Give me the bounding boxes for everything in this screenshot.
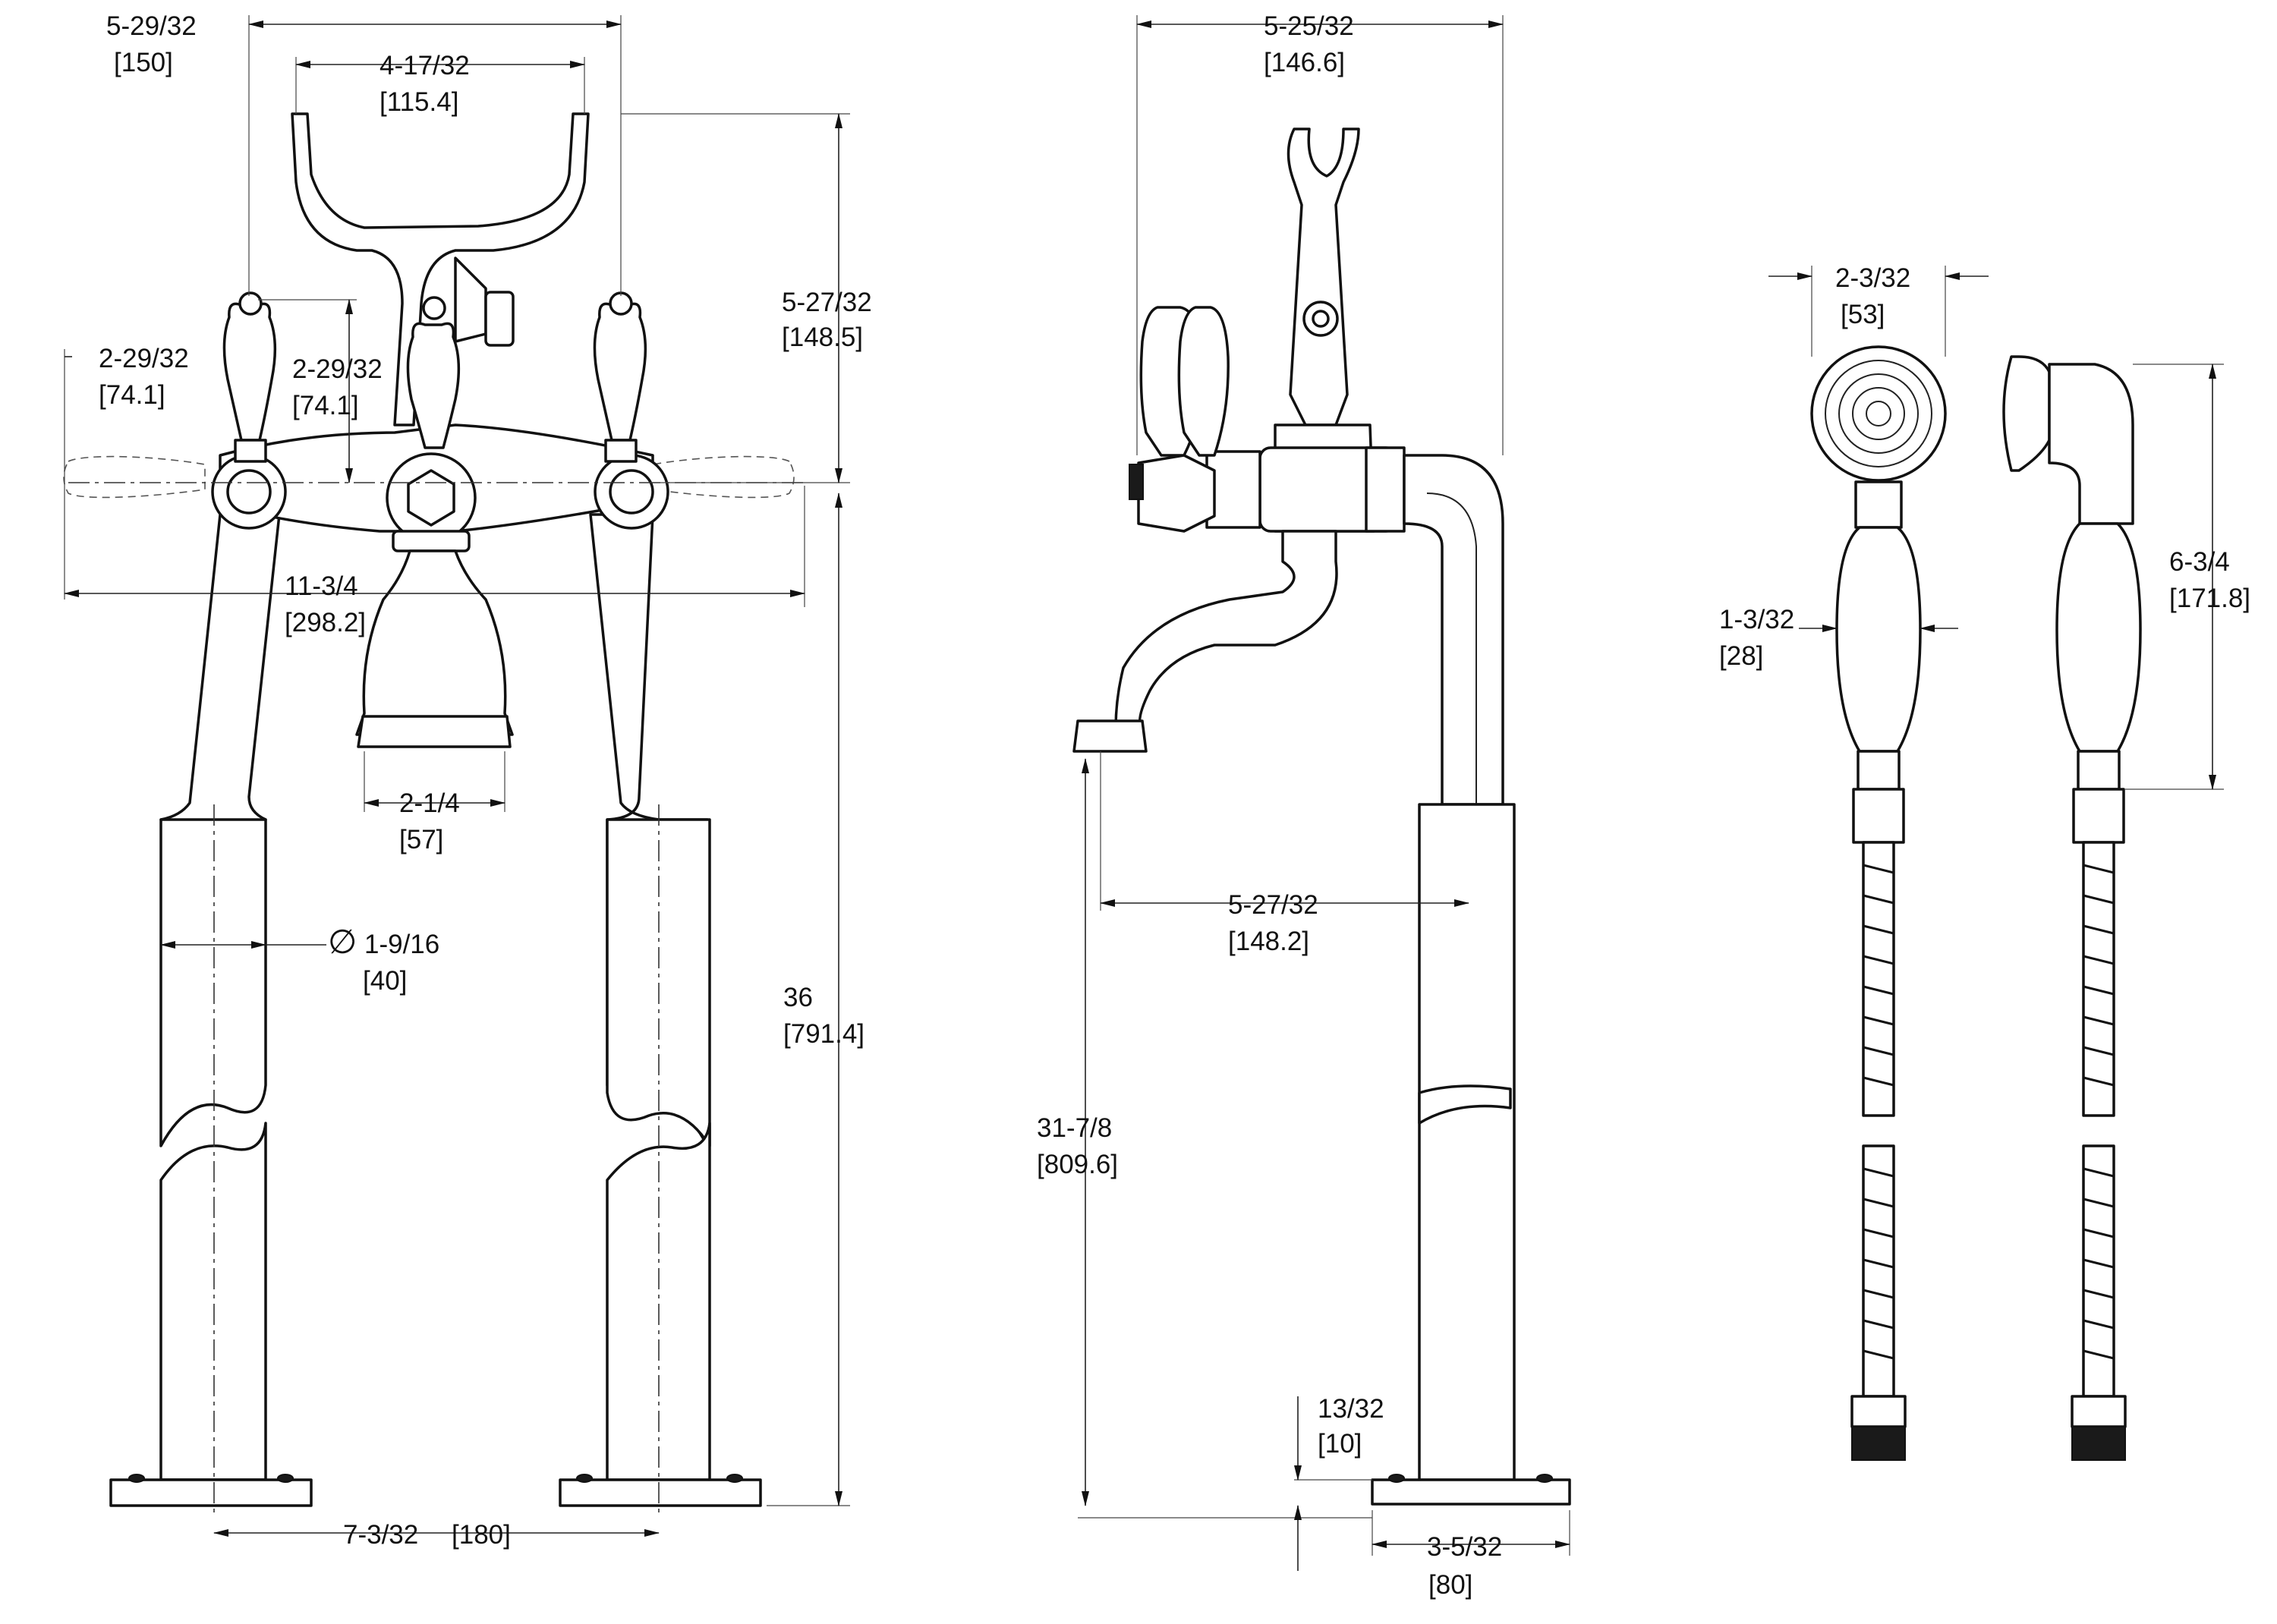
- dim-leg-centers-mm: [180]: [452, 1520, 511, 1550]
- dim-leg-centers-inch: 7-3/32: [343, 1520, 418, 1550]
- dim-base-thickness-mm: [10]: [1318, 1429, 1362, 1459]
- faucet-body: [68, 423, 805, 543]
- side-view: [1072, 127, 1571, 1506]
- dimension-labels: 5-29/32 [150] 4-17/32 [115.4] 2-29/32 [7…: [99, 11, 2250, 1600]
- hose-stripes: [1863, 864, 2115, 1360]
- dim-base-width-inch: 3-5/32: [1427, 1532, 1502, 1562]
- front-view: [63, 112, 805, 1518]
- dim-leg-diameter-symbol: ∅: [328, 924, 357, 961]
- shower-cradle: [291, 112, 590, 426]
- dim-handle-spread-mm: [150]: [114, 48, 173, 77]
- dim-spout-reach-mm: [148.2]: [1228, 927, 1309, 956]
- dim-overall-height-inch: 36: [783, 983, 813, 1012]
- dim-shower-length-mm: [171.8]: [2169, 584, 2250, 613]
- left-leg: [109, 513, 313, 1518]
- dim-side-width-inch: 5-25/32: [1264, 11, 1354, 41]
- dim-cradle-height-inch: 5-27/32: [782, 288, 872, 317]
- dim-side-width-mm: [146.6]: [1264, 48, 1345, 77]
- dim-shower-head-mm: [53]: [1841, 300, 1885, 329]
- dim-cradle-width-inch: 4-17/32: [380, 51, 470, 80]
- dimension-lines: [64, 15, 2224, 1571]
- dim-shower-head-inch: 2-3/32: [1835, 263, 1910, 293]
- handshower-side: [2002, 355, 2142, 1461]
- dim-handle-height-left-mm: [74.1]: [99, 380, 165, 410]
- dim-shower-length-inch: 6-3/4: [2169, 547, 2230, 577]
- dim-grip-inch: 1-3/32: [1719, 605, 1794, 634]
- dim-handle-height-left-inch: 2-29/32: [99, 344, 189, 373]
- dim-base-thickness-inch: 13/32: [1318, 1394, 1384, 1424]
- side-base-plate: [1371, 1478, 1571, 1506]
- dim-spout-reach-inch: 5-27/32: [1228, 890, 1318, 920]
- dim-handle-height-center-inch: 2-29/32: [292, 354, 383, 384]
- dim-cradle-height-mm: [148.5]: [782, 323, 863, 352]
- dim-base-width-mm: [80]: [1428, 1570, 1472, 1600]
- dim-cradle-width-mm: [115.4]: [380, 87, 458, 117]
- dim-overall-width-mm: [298.2]: [285, 608, 366, 637]
- dim-handle-spread-inch: 5-29/32: [106, 11, 197, 41]
- dim-spout-height-inch: 31-7/8: [1037, 1113, 1112, 1143]
- dim-spout-outlet-mm: [57]: [399, 825, 443, 854]
- right-base-plate: [559, 1478, 762, 1507]
- spout-front: [355, 530, 514, 748]
- dim-grip-mm: [28]: [1719, 641, 1763, 671]
- handles-front: [222, 291, 647, 463]
- dim-leg-diameter-inch: 1-9/16: [364, 930, 439, 959]
- handle-rotated-ghost: [63, 455, 795, 499]
- dim-handle-height-center-mm: [74.1]: [292, 391, 359, 420]
- left-base-plate: [109, 1478, 313, 1507]
- dim-leg-diameter-mm: [40]: [363, 966, 407, 996]
- dim-overall-width-inch: 11-3/4: [285, 571, 358, 601]
- dim-spout-height-mm: [809.6]: [1037, 1150, 1118, 1179]
- dim-overall-height-mm: [791.4]: [783, 1019, 865, 1049]
- dim-spout-outlet-inch: 2-1/4: [399, 788, 460, 818]
- right-leg: [559, 513, 762, 1518]
